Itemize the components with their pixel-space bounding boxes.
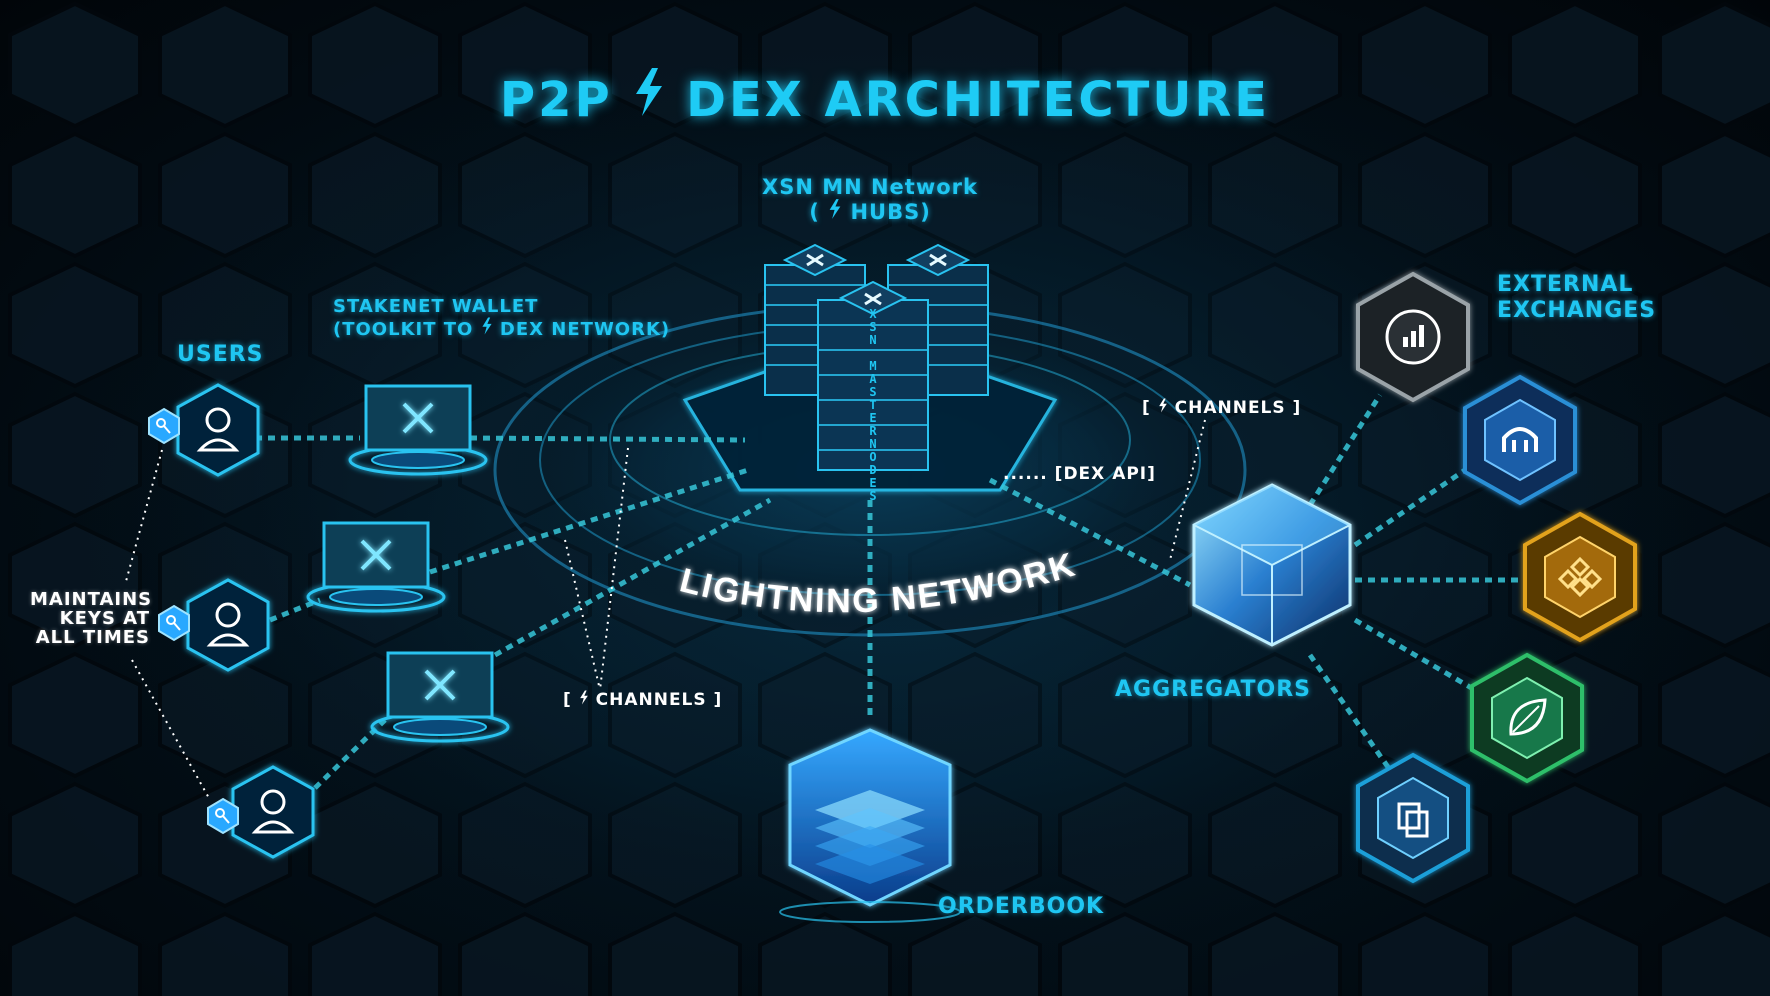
exchange-gold-binance-icon[interactable] [1523,511,1637,643]
exchange-green-leaf-icon[interactable] [1470,652,1584,784]
key-icon [148,407,180,445]
user-node-3[interactable] [207,765,315,859]
aggregators-label: AGGREGATORS [1115,677,1311,702]
lightning-bolt-icon [632,68,666,128]
connection-lines [255,393,1520,790]
hub-label: XSN MN Network ( HUBS) [740,175,1000,224]
lightning-bolt-icon [482,317,492,335]
orderbook-layers-icon[interactable] [779,728,961,923]
channels-left-label: [ CHANNELS ] [563,690,723,710]
lightning-bolt-icon [1158,398,1167,413]
wallet-line1: STAKENET WALLET [333,296,539,317]
title-left: P2P [499,72,613,128]
laptop-x-icon [306,521,446,613]
exchange-gray-bar-chart-icon[interactable] [1356,271,1470,403]
wallet-line2: (TOOLKIT TO DEX NETWORK) [333,317,671,340]
orderbook-label: ORDERBOOK [938,894,1105,919]
laptop-x-icon [348,384,488,476]
title-right: DEX ARCHITECTURE [686,72,1271,128]
hub-line2: ( HUBS) [809,199,931,224]
laptop-x-icon [370,651,510,743]
lightning-bolt-icon [829,199,841,219]
hub-line1: XSN MN Network [762,175,978,199]
dotted-lines [124,419,1206,801]
exchange-teal-bittrex-icon[interactable] [1356,752,1470,884]
users-label: USERS [177,342,264,367]
user-node-2[interactable] [158,578,270,672]
user-node-1[interactable] [148,383,260,477]
key-icon [158,604,190,642]
aggregator-cube-icon[interactable] [1192,483,1352,647]
page-title: P2P DEX ARCHITECTURE [0,68,1770,128]
channels-right-label: [ CHANNELS ] [1142,398,1302,418]
exchange-blue-kraken-icon[interactable] [1463,374,1577,506]
wallet-label: STAKENET WALLET (TOOLKIT TO DEX NETWORK) [333,296,670,340]
maintains-keys-label: MAINTAINS KEYS AT ALL TIMES [30,589,153,648]
external-exchanges-label: EXTERNAL EXCHANGES [1497,272,1657,323]
server-stack-icon [764,243,989,471]
lightning-bolt-icon [579,690,588,705]
dex-api-label: ...... [DEX API] [1003,464,1156,484]
key-icon [207,797,239,835]
